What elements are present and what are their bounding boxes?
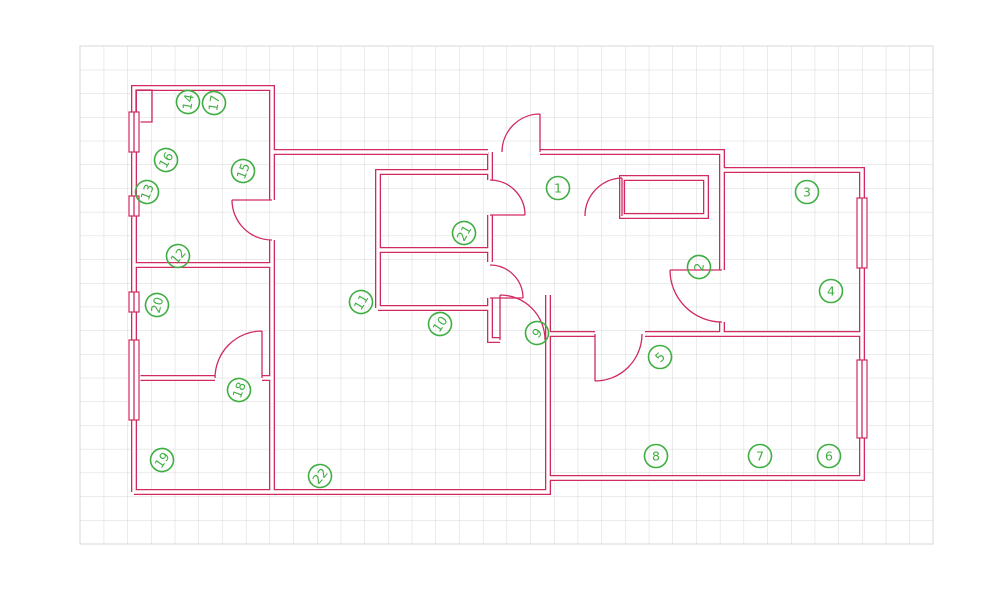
marker-circle-6 bbox=[816, 443, 842, 469]
door-corridor bbox=[499, 294, 546, 341]
marker-label-17: 17 bbox=[205, 94, 223, 112]
marker-label-14: 14 bbox=[179, 93, 197, 111]
marker-8: 8 bbox=[643, 443, 669, 469]
window-right-2 bbox=[855, 359, 869, 439]
marker-circle-15 bbox=[230, 158, 256, 184]
marker-circle-3 bbox=[794, 179, 820, 205]
marker-circle-11 bbox=[348, 289, 374, 315]
marker-3: 3 bbox=[794, 179, 820, 205]
marker-circle-19 bbox=[149, 447, 175, 473]
window-left-1 bbox=[127, 111, 141, 153]
windows-layer bbox=[127, 111, 869, 439]
marker-circle-5 bbox=[647, 344, 673, 370]
marker-label-8: 8 bbox=[652, 449, 660, 464]
marker-label-10: 10 bbox=[429, 313, 450, 335]
marker-circle-1 bbox=[545, 175, 571, 201]
marker-7: 7 bbox=[747, 443, 773, 469]
marker-circle-13 bbox=[134, 179, 160, 205]
flue-detail bbox=[135, 89, 153, 123]
marker-circle-18 bbox=[226, 377, 252, 403]
marker-21: 21 bbox=[451, 220, 477, 246]
window-left-2 bbox=[127, 195, 141, 217]
marker-circle-20 bbox=[144, 292, 170, 318]
marker-circle-17 bbox=[201, 90, 227, 116]
marker-label-3: 3 bbox=[803, 185, 811, 200]
marker-label-18: 18 bbox=[229, 380, 249, 400]
door-right-room bbox=[669, 269, 723, 323]
marker-17: 17 bbox=[201, 90, 227, 116]
window-right-1 bbox=[855, 197, 869, 269]
marker-label-1: 1 bbox=[554, 181, 562, 196]
marker-10: 10 bbox=[427, 311, 453, 337]
door-bottom-right-room bbox=[594, 333, 643, 382]
marker-label-7: 7 bbox=[756, 449, 764, 464]
marker-circle-16 bbox=[153, 147, 179, 173]
window-left-4 bbox=[127, 339, 141, 421]
marker-4: 4 bbox=[818, 278, 844, 304]
marker-label-11: 11 bbox=[351, 291, 372, 312]
marker-circle-12 bbox=[165, 243, 191, 269]
marker-label-13: 13 bbox=[137, 182, 157, 202]
marker-14: 14 bbox=[175, 89, 201, 115]
door-hall-closet bbox=[584, 177, 623, 217]
marker-circle-10 bbox=[427, 311, 453, 337]
marker-label-20: 20 bbox=[148, 295, 167, 314]
marker-2: 2 bbox=[686, 254, 712, 280]
marker-circle-21 bbox=[451, 220, 477, 246]
marker-18: 18 bbox=[226, 377, 252, 403]
marker-label-2: 2 bbox=[691, 262, 707, 272]
marker-circle-22 bbox=[307, 463, 333, 489]
marker-15: 15 bbox=[230, 158, 256, 184]
door-top-left-room bbox=[231, 199, 273, 241]
marker-20: 20 bbox=[144, 292, 170, 318]
marker-circle-8 bbox=[643, 443, 669, 469]
marker-1: 1 bbox=[545, 175, 571, 201]
marker-label-16: 16 bbox=[156, 149, 177, 170]
marker-16: 16 bbox=[153, 147, 179, 173]
window-left-3 bbox=[127, 291, 141, 313]
marker-13: 13 bbox=[134, 179, 160, 205]
marker-11: 11 bbox=[348, 289, 374, 315]
marker-circle-7 bbox=[747, 443, 773, 469]
marker-label-15: 15 bbox=[233, 161, 253, 181]
marker-label-6: 6 bbox=[825, 449, 833, 464]
marker-circle-4 bbox=[818, 278, 844, 304]
marker-circle-2 bbox=[686, 254, 712, 280]
marker-circle-14 bbox=[175, 89, 201, 115]
grid-border bbox=[79, 45, 934, 545]
door-entrance bbox=[501, 113, 541, 153]
marker-label-19: 19 bbox=[151, 449, 172, 471]
doors-layer bbox=[214, 113, 723, 382]
marker-6: 6 bbox=[816, 443, 842, 469]
marker-label-4: 4 bbox=[827, 284, 835, 299]
marker-circle-9 bbox=[524, 320, 550, 346]
marker-19: 19 bbox=[149, 447, 175, 473]
door-small-room-top bbox=[489, 179, 526, 216]
door-left-lower-room bbox=[214, 330, 263, 379]
marker-label-21: 21 bbox=[454, 222, 475, 243]
